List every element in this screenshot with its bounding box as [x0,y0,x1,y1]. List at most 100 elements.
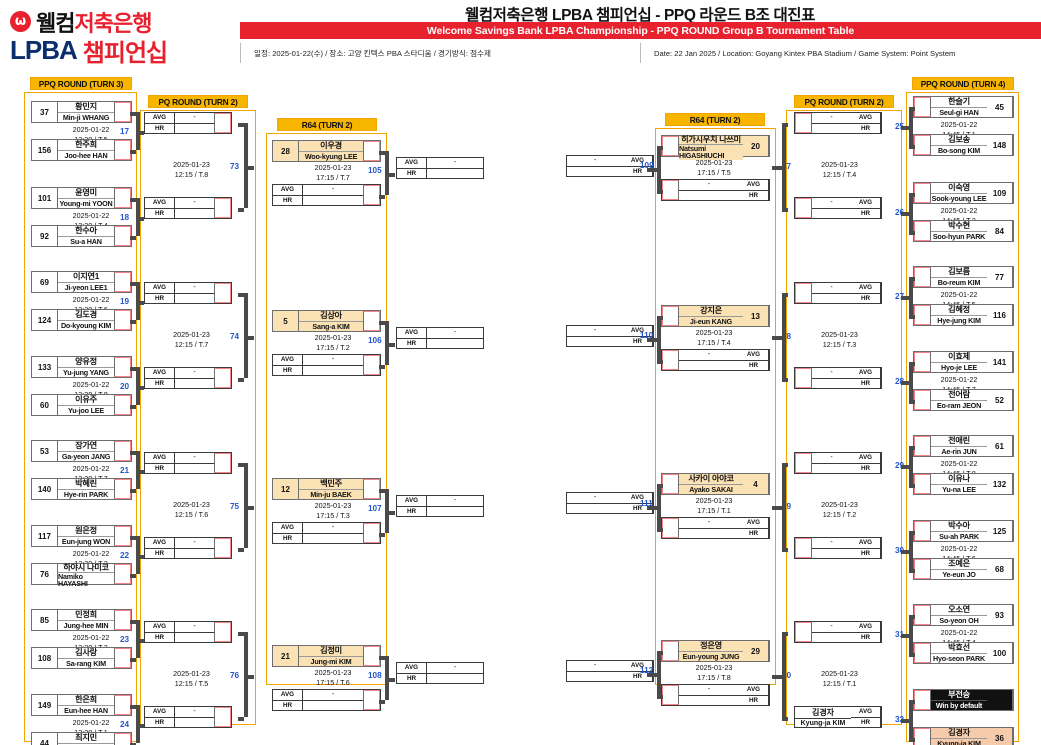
match-score-box[interactable] [795,198,812,218]
player-score-box[interactable] [114,102,131,122]
player-score-box[interactable] [662,136,679,156]
match-score-box[interactable] [363,355,380,375]
match-score-box[interactable] [214,368,231,388]
match-score-box[interactable] [214,453,231,473]
player-score-box[interactable] [914,352,931,372]
match-score-box[interactable] [363,523,380,543]
match-score-box[interactable] [214,538,231,558]
match-score-box[interactable] [662,518,679,538]
match-score-box[interactable] [795,453,812,473]
player-score-box[interactable] [914,690,931,710]
player-score-box[interactable] [114,310,131,330]
player-score-box[interactable] [914,305,931,325]
match-score-box[interactable] [795,538,812,558]
player-score-box[interactable] [114,733,131,745]
player-score-box[interactable] [114,188,131,208]
player-score-box[interactable] [914,221,931,241]
player-score-box[interactable] [114,648,131,668]
match-score-box[interactable] [662,685,679,705]
match-score-box[interactable] [214,113,231,133]
player-score-box[interactable] [114,695,131,715]
player-score-box[interactable] [662,641,679,661]
match-score-box[interactable] [795,113,812,133]
player-score-box[interactable] [662,306,679,326]
player-score-box[interactable] [114,226,131,246]
player-score-box[interactable] [363,141,380,161]
player-score-box[interactable] [114,357,131,377]
player-score-box[interactable] [914,474,931,494]
player-score-box[interactable] [914,728,931,745]
player-score-box[interactable] [914,390,931,410]
player-score-box[interactable] [114,140,131,160]
match-score-box[interactable] [662,180,679,200]
player-score-box[interactable] [914,183,931,203]
player-score-box[interactable] [914,267,931,287]
match-score-box[interactable] [363,185,380,205]
player-score-box[interactable] [114,395,131,415]
player-score-box[interactable] [914,436,931,456]
player-score-box[interactable] [114,526,131,546]
player-score-box[interactable] [114,272,131,292]
match-score-box[interactable] [214,198,231,218]
player-score-box[interactable] [914,521,931,541]
player-score-box[interactable] [914,559,931,579]
player-score-box[interactable] [914,97,931,117]
match-score-box[interactable] [214,283,231,303]
player-score-box[interactable] [363,646,380,666]
player-score-box[interactable] [914,605,931,625]
player-score-box[interactable] [363,479,380,499]
